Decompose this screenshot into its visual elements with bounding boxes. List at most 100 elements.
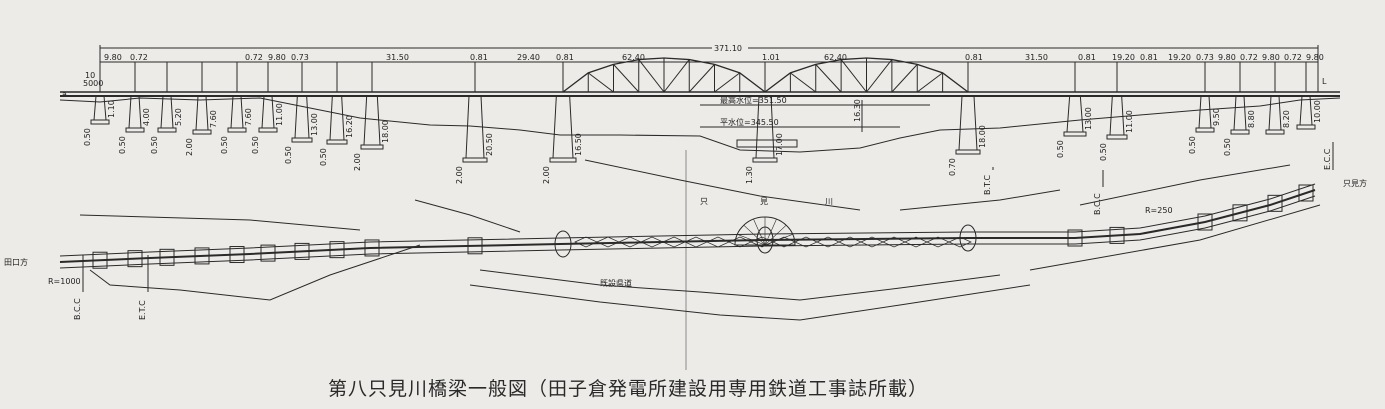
pier-height-label: 8.80 <box>1247 110 1256 128</box>
right-direction-label: 只見方 <box>1343 178 1367 188</box>
pier-footing <box>192 129 212 135</box>
pier <box>1268 95 1282 131</box>
pier-height-label: 10.00 <box>1313 100 1322 123</box>
curve-mark-label: E.T.C <box>138 300 147 320</box>
road-line <box>469 284 1031 321</box>
abutment-label: 10 <box>85 71 95 80</box>
pier <box>1109 95 1125 136</box>
embankment-line <box>79 214 361 231</box>
pier-plan <box>1067 229 1083 247</box>
river-label: 只 <box>700 197 708 206</box>
span-label: 0.81 <box>1140 53 1158 62</box>
normal-water-label: 平水位=345.50 <box>720 117 779 127</box>
truss-diagonal <box>688 64 715 93</box>
span-label: 29.40 <box>517 53 540 62</box>
truss-diagonal <box>613 64 640 93</box>
footing-label: 0.50 <box>83 128 92 146</box>
span-label: 9.80 <box>104 53 122 62</box>
span-label: 0.81 <box>965 53 983 62</box>
track-edge-upper <box>59 183 1316 257</box>
footing-label: 1.30 <box>745 166 754 184</box>
pier-footing <box>549 157 577 163</box>
pier-plan <box>1232 204 1248 222</box>
pier-height-label: 1.10 <box>107 100 116 118</box>
track-edge-lower <box>59 195 1316 269</box>
span-label: 1.01 <box>762 53 780 62</box>
pier-plan <box>294 242 310 260</box>
pier-plan <box>92 251 108 269</box>
footing-label: 0.50 <box>1099 143 1108 161</box>
pier-plan <box>229 246 245 264</box>
riverbank-line <box>414 199 521 233</box>
footing-label: 0.50 <box>284 146 293 164</box>
pier-height-label: 13.00 <box>310 113 319 136</box>
pier-plan <box>159 248 175 266</box>
pier-footing <box>955 149 981 155</box>
pier-footing <box>90 119 110 125</box>
pier-footing <box>1230 129 1250 135</box>
pier <box>329 95 345 141</box>
pier <box>195 95 209 131</box>
pier-height-label: 8.20 <box>1282 110 1291 128</box>
pier-footing <box>258 127 278 133</box>
footing-label: 0.50 <box>1223 138 1232 156</box>
water-depth-label: 16.30 <box>853 99 862 122</box>
footing-label: 0.50 <box>118 136 127 154</box>
span-label: 0.81 <box>556 53 574 62</box>
river-label: 見 <box>760 197 768 206</box>
pier-height-label: 11.00 <box>275 103 284 126</box>
ground-profile <box>59 97 1341 153</box>
truss-diagonal <box>587 72 614 93</box>
footing-label: 0.50 <box>251 136 260 154</box>
span-label: 9.80 <box>1218 53 1236 62</box>
pier <box>294 95 310 139</box>
pier-footing <box>360 144 384 150</box>
pier-height-label: 5.20 <box>174 108 183 126</box>
footing-label: 0.50 <box>220 136 229 154</box>
pier <box>1066 95 1084 133</box>
overall-length-label: 371.10 <box>714 44 742 53</box>
pier-height-label: 7.60 <box>209 110 218 128</box>
truss-diagonal <box>891 64 918 93</box>
track-centerline <box>59 189 1316 263</box>
footing-label: 0.50 <box>319 148 328 166</box>
riverbank-line <box>899 189 1061 211</box>
pier-footing <box>1195 127 1215 133</box>
right-radius-label: R=250 <box>1145 206 1173 215</box>
pier-plan <box>554 230 572 258</box>
label-bg <box>712 42 748 52</box>
left-radius-label: R=1000 <box>48 277 81 286</box>
span-label: 0.81 <box>470 53 488 62</box>
truss-diagonal <box>714 72 741 93</box>
river-label: 川 <box>825 197 833 206</box>
pier-footing <box>125 127 145 133</box>
pier <box>958 95 978 151</box>
road-label: 既設県道 <box>600 278 632 288</box>
span-label: 62.40 <box>824 53 847 62</box>
pier <box>1198 95 1212 129</box>
pier-height-label: 18.00 <box>978 125 987 148</box>
pier-footing <box>291 137 313 143</box>
pier-plan <box>329 241 345 259</box>
lattice-diamond <box>574 236 598 248</box>
pier-plan <box>194 247 210 265</box>
footing-label: 2.00 <box>185 138 194 156</box>
pier <box>230 95 244 129</box>
pier-height-label: 9.50 <box>1212 108 1221 126</box>
pier-height-label: 20.50 <box>485 133 494 156</box>
truss-diagonal <box>815 64 842 93</box>
span-label: 62.40 <box>622 53 645 62</box>
cofferdam-spoke <box>764 224 787 246</box>
truss-diagonal <box>840 59 867 93</box>
truss-diagonal <box>663 59 690 93</box>
span-label: 9.80 <box>1306 53 1324 62</box>
cofferdam-spoke <box>764 219 777 246</box>
lattice-diamond <box>948 236 972 248</box>
pier-plan <box>959 224 977 252</box>
span-label: 31.50 <box>386 53 409 62</box>
embankment-line <box>89 244 421 301</box>
cofferdam-spoke <box>743 224 766 246</box>
pier-footing <box>157 127 177 133</box>
riverbank-line <box>584 159 861 211</box>
span-label: 19.20 <box>1168 53 1191 62</box>
